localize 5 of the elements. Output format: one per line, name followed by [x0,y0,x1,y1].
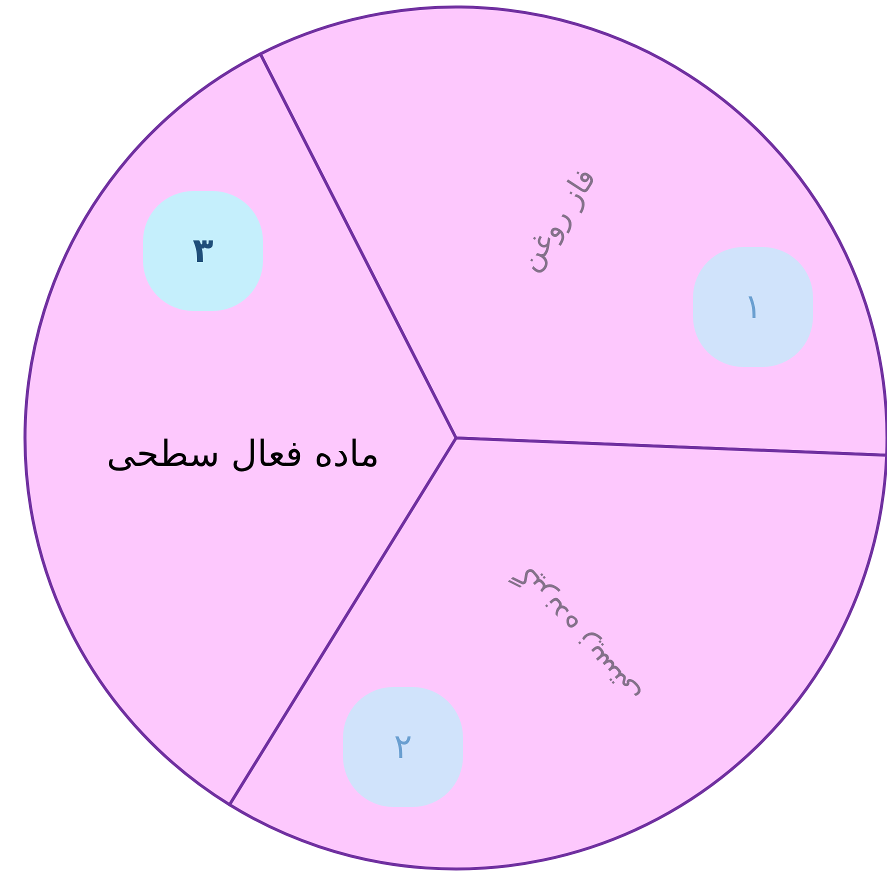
sector-label: گیرنده زیستی [510,560,646,710]
sector-label: فاز روغن [514,164,602,276]
sector-label: ماده فعال سطحی [106,437,380,473]
pie-sector [229,438,887,869]
pie-sector [25,53,456,805]
